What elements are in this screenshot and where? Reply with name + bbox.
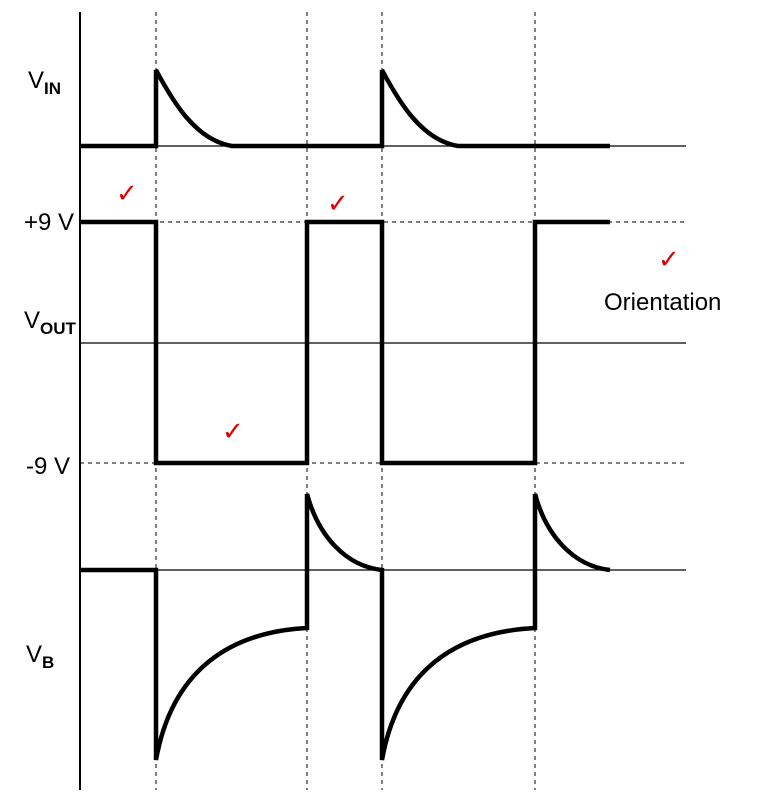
orientation-note: Orientation (604, 289, 721, 316)
vb-waveform (80, 493, 611, 761)
vb-label: VB (26, 641, 54, 672)
check-mark-icon: ✓ (327, 189, 349, 219)
minus9-label: -9 V (26, 453, 70, 480)
plus9-label: +9 V (24, 209, 74, 236)
vin-label: VIN (28, 67, 61, 98)
vout-waveform (80, 219, 610, 466)
check-mark-icon: ✓ (116, 179, 138, 209)
vout-label: VOUT (24, 307, 77, 338)
check-mark-icon: ✓ (658, 245, 680, 275)
check-mark-icon: ✓ (222, 417, 244, 447)
vin-waveform (80, 68, 610, 149)
